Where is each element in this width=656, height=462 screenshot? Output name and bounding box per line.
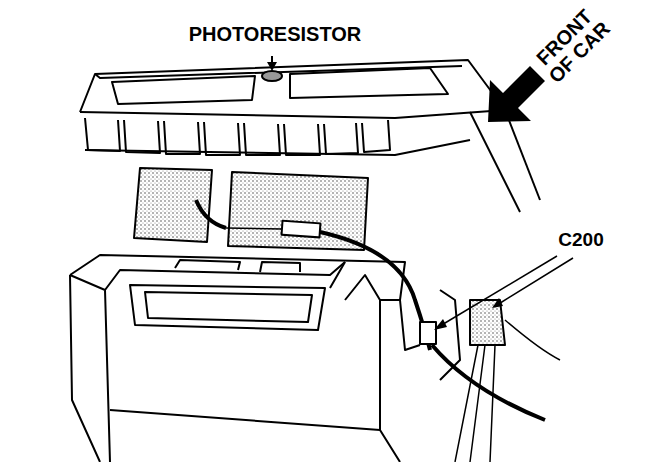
- part-label: PHOTORESISTOR: [130, 24, 420, 45]
- connector-label: C200: [536, 230, 626, 250]
- direction-label: FRONT OF CAR: [529, 2, 615, 88]
